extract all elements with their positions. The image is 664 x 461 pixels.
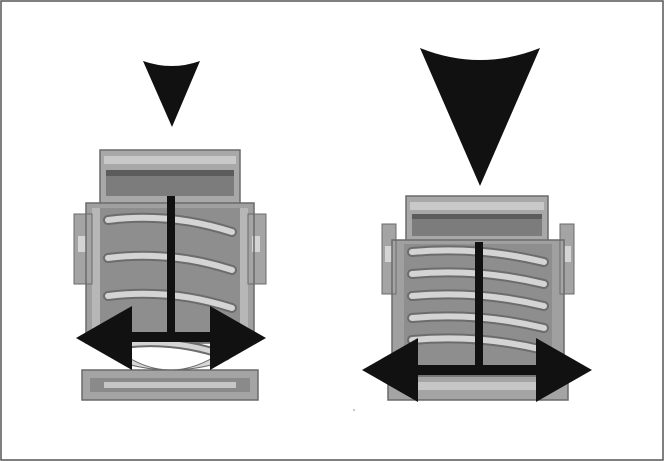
right-valve [362,48,592,402]
left-top-cap [99,149,241,207]
left-valve [73,61,267,401]
right-force-arrow-icon [420,48,540,186]
left-stem [167,196,175,340]
right-expansion-arrow-icon [362,338,592,402]
left-force-arrow-icon [143,61,200,127]
left-expansion-arrow-icon [76,306,266,370]
right-top-cap [405,195,549,245]
left-base [81,369,259,401]
speck [353,409,355,411]
right-stem [475,242,483,374]
